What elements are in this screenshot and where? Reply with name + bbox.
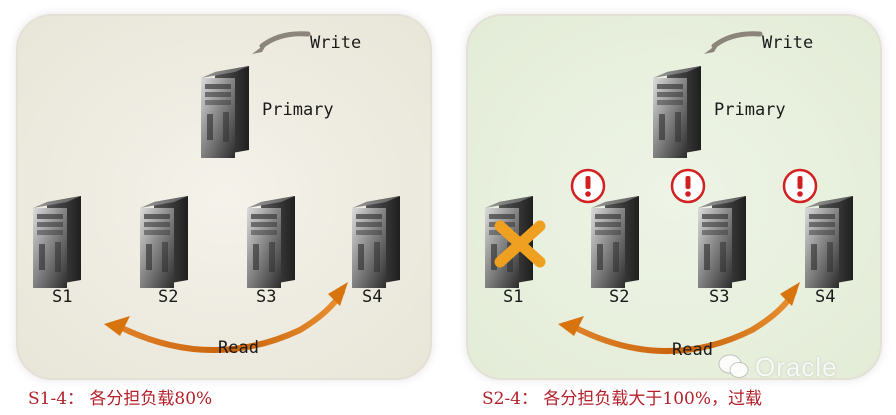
server-label-s4: S4 [362, 287, 383, 307]
server-icon-s2 [140, 196, 188, 288]
server-label-s3-right: S3 [709, 287, 730, 307]
server-icon-s1 [33, 196, 81, 288]
primary-server-icon-right [653, 66, 701, 158]
write-label-right: Write [762, 33, 814, 53]
oracle-watermark: Oracle [755, 352, 838, 382]
warning-icon-s4 [782, 168, 818, 204]
left-caption: S1-4： 各分担负载80% [28, 389, 213, 409]
read-label-right: Read [672, 340, 713, 360]
server-icon-s3 [247, 196, 295, 288]
primary-label: Primary [262, 100, 334, 120]
write-arrowhead-icon [252, 42, 268, 54]
read-arrow-icon [115, 289, 345, 353]
failure-x-icon [494, 220, 546, 268]
server-icon-s4 [352, 196, 400, 288]
write-label: Write [310, 33, 362, 53]
read-arrowhead-left-icon [104, 316, 130, 336]
server-icon-s4-right [805, 196, 853, 288]
server-label-s1: S1 [52, 287, 73, 307]
write-arrow-icon-right [711, 31, 763, 49]
warning-icon-s3 [670, 168, 706, 204]
read-arrowhead-left-icon-right [558, 316, 584, 336]
right-caption: S2-4： 各分担负载大于100%，过载 [482, 389, 763, 409]
read-arrowhead-right-icon-right [780, 282, 800, 306]
server-icon-s2-right [591, 196, 639, 288]
server-label-s3: S3 [256, 287, 277, 307]
server-icon-s3-right [698, 196, 746, 288]
server-label-s4-right: S4 [815, 287, 836, 307]
read-label: Read [218, 338, 259, 358]
server-label-s2-right: S2 [609, 287, 630, 307]
warning-icon-s2 [570, 168, 606, 204]
read-arrow-icon-right [569, 289, 797, 354]
write-arrowhead-icon-right [704, 42, 720, 54]
server-label-s1-right: S1 [503, 287, 524, 307]
write-arrow-icon [259, 31, 311, 49]
primary-server-icon [201, 66, 249, 158]
primary-label-right: Primary [714, 100, 786, 120]
server-label-s2: S2 [158, 287, 179, 307]
read-arrowhead-right-icon [328, 282, 348, 306]
wechat-logo-icon [718, 354, 749, 378]
